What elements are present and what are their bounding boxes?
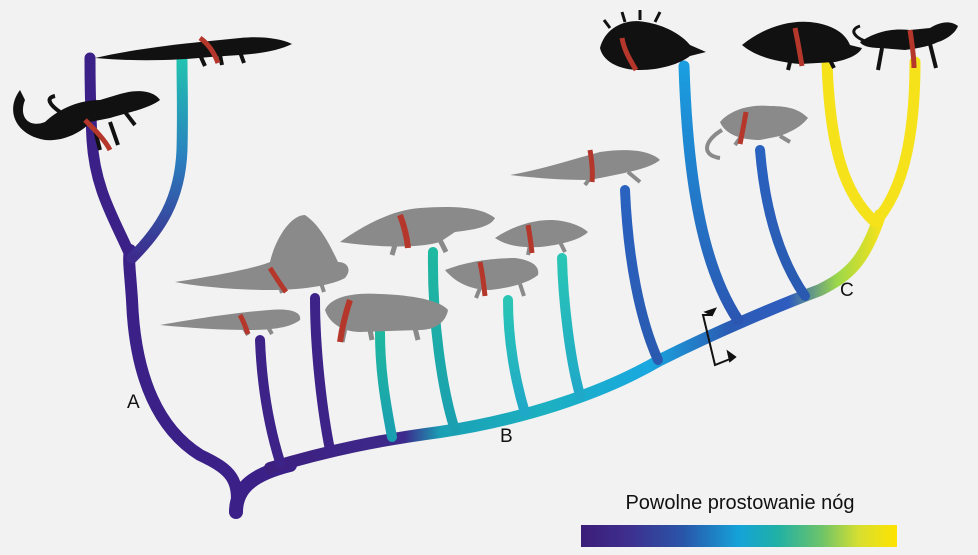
root-base <box>236 465 290 512</box>
branch-6 <box>562 258 580 395</box>
branch-3 <box>380 332 392 437</box>
label-b: B <box>500 426 513 448</box>
therapsid-1-silhouette <box>325 294 448 342</box>
branch-4 <box>433 252 455 430</box>
branch-7 <box>625 190 658 360</box>
branch-yellow-left <box>827 62 875 222</box>
dimetrodon-silhouette <box>175 215 349 293</box>
label-a: A <box>127 392 140 414</box>
dog-silhouette <box>854 22 958 70</box>
legend-gradient-bar <box>581 525 897 547</box>
branch-2 <box>315 298 330 450</box>
branch-marsupial <box>760 150 805 296</box>
synapsid-trunk <box>270 215 880 468</box>
branch-yellow-right <box>875 62 915 222</box>
branch-crocodile <box>132 60 182 258</box>
branch-5 <box>508 300 525 413</box>
early-mammal-silhouette <box>510 150 660 185</box>
branch-1 <box>260 340 280 462</box>
pelycosaur-1-silhouette <box>160 309 300 335</box>
therapsid-2-silhouette <box>340 207 495 255</box>
therapsid-3-silhouette <box>445 258 538 298</box>
echidna-silhouette <box>600 10 706 70</box>
legend-title: Powolne prostowanie nóg <box>590 492 890 515</box>
crocodile-silhouette <box>95 37 292 66</box>
armadillo-silhouette <box>742 22 862 70</box>
root-trunk <box>129 250 237 512</box>
branch-lizard <box>90 58 130 255</box>
branch-echidna <box>684 66 738 320</box>
therapsid-4-silhouette <box>495 220 588 255</box>
label-c: C <box>840 280 854 302</box>
